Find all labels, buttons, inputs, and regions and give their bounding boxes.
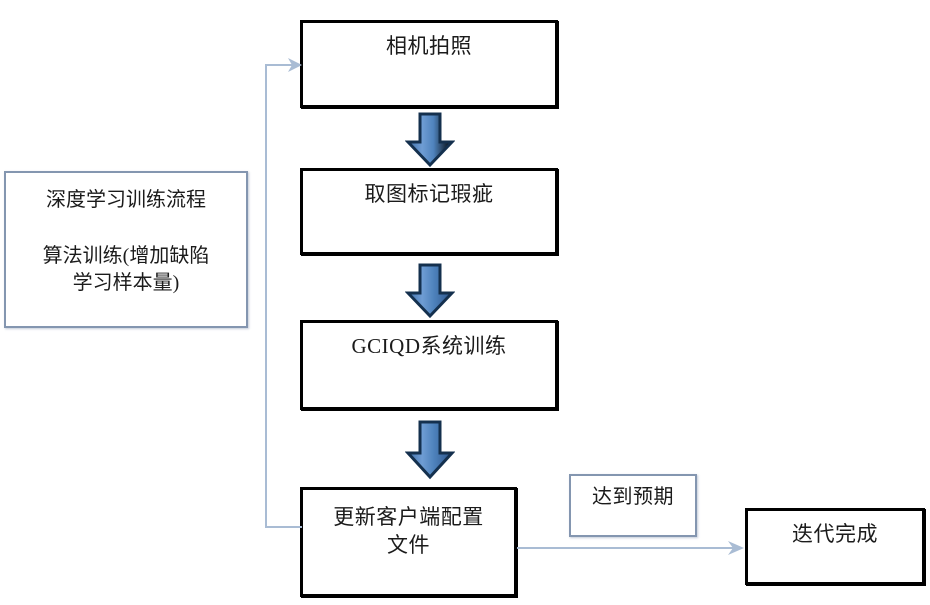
connector-feedback-bottom-segment xyxy=(265,526,302,528)
node-step-camera-label: 相机拍照 xyxy=(386,34,472,58)
node-step-label-defects[interactable]: 取图标记瑕疵 xyxy=(300,168,558,255)
node-step-label-defects-label: 取图标记瑕疵 xyxy=(364,182,494,206)
connector-update-to-done-arrowhead-icon xyxy=(728,541,744,555)
connector-feedback-arrowhead-icon xyxy=(288,58,302,72)
node-iteration-complete[interactable]: 迭代完成 xyxy=(745,508,925,585)
side-panel-heading: 深度学习训练流程 xyxy=(46,189,206,211)
node-step-gciqd-training-label: GCIQD系统训练 xyxy=(351,334,507,358)
node-step-update-client-config-label: 更新客户端配置 文件 xyxy=(333,505,484,557)
block-arrow-camera-to-label xyxy=(405,112,455,168)
connector-feedback-vertical-segment xyxy=(265,64,267,528)
node-step-update-client-config[interactable]: 更新客户端配置 文件 xyxy=(300,487,517,597)
node-condition-expected: 达到预期 xyxy=(569,474,697,537)
block-arrow-label-to-train xyxy=(405,263,455,319)
node-step-gciqd-training[interactable]: GCIQD系统训练 xyxy=(300,320,558,410)
node-condition-expected-label: 达到预期 xyxy=(592,486,674,508)
connector-update-to-done-line xyxy=(517,547,739,549)
connector-feedback-top-segment xyxy=(265,64,295,66)
node-iteration-complete-label: 迭代完成 xyxy=(792,522,878,546)
block-arrow-train-to-update xyxy=(405,420,455,480)
side-panel-body: 算法训练(增加缺陷 学习样本量) xyxy=(42,245,210,294)
side-panel-training-process: 深度学习训练流程 算法训练(增加缺陷 学习样本量) xyxy=(4,171,248,328)
node-step-camera[interactable]: 相机拍照 xyxy=(300,20,558,108)
